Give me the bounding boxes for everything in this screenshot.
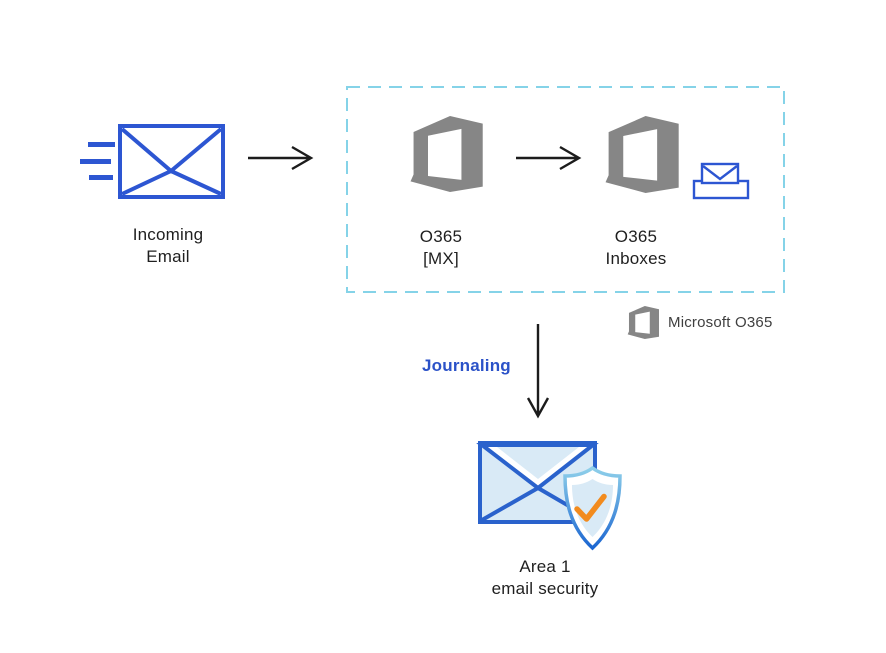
- journaling-label: Journaling: [422, 356, 511, 375]
- o365-boundary-dashed-box: [346, 86, 785, 293]
- arrow-right-icon: [516, 145, 582, 171]
- office365-logo-icon: [627, 306, 660, 339]
- speed-line-icon: [88, 142, 115, 147]
- office365-logo-icon: [605, 116, 679, 193]
- area1-label-line1: Area 1: [519, 557, 571, 576]
- shield-check-icon: [563, 465, 622, 551]
- speed-line-icon: [89, 175, 113, 180]
- area1-label-line2: email security: [491, 579, 599, 598]
- inbox-envelope-icon: [692, 162, 750, 200]
- area1-label: Area 1 email security: [455, 556, 635, 600]
- legend-label: Microsoft O365: [668, 314, 773, 331]
- incoming-email-label: Incoming Email: [78, 224, 258, 268]
- o365-mx-label: O365 [MX]: [351, 226, 531, 270]
- o365-inboxes-label-line1: O365: [614, 227, 658, 246]
- arrow-right-icon: [248, 145, 314, 171]
- o365-inboxes-label-line2: Inboxes: [605, 249, 667, 268]
- o365-inboxes-label: O365 Inboxes: [546, 226, 726, 270]
- incoming-email-envelope-icon: [80, 124, 225, 199]
- envelope-shield-check-icon: [476, 441, 622, 551]
- incoming-email-label-line2: Email: [146, 247, 190, 266]
- office365-logo-icon: [410, 116, 483, 192]
- incoming-email-label-line1: Incoming: [132, 225, 204, 244]
- speed-line-icon: [80, 159, 111, 164]
- o365-mx-label-line2: [MX]: [423, 249, 459, 268]
- o365-mx-label-line1: O365: [419, 227, 463, 246]
- arrow-down-icon: [526, 324, 550, 419]
